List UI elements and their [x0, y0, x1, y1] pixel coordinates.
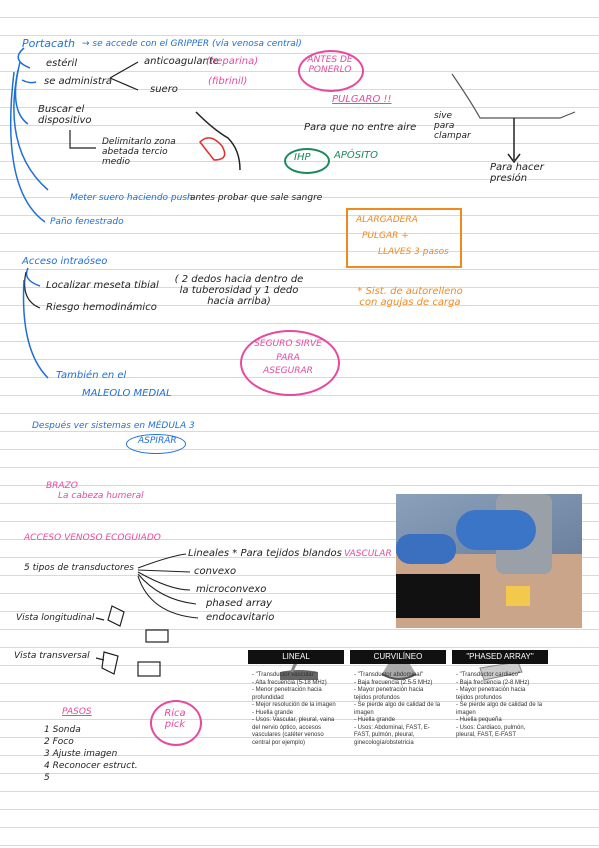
table-cell: - "Transductor cardiaco" - Baja frecuenc… — [456, 672, 543, 738]
despues-label: Después ver sistemas en MÉDULA 3 — [32, 421, 195, 431]
antes-oval — [298, 50, 364, 92]
delimitarlo-label: Delimitarlo zona abetada tercio medio — [102, 137, 176, 167]
tipos-label: 5 tipos de transductores — [24, 563, 134, 573]
sive-para-clampar-label: sive para clampar — [434, 111, 471, 141]
rica-pick-oval — [150, 700, 202, 746]
phased-array-transducer-icon — [474, 654, 528, 688]
autorelleno-label: * Sist. de autorelleno con agujas de car… — [357, 286, 463, 308]
ihp-label: IHP — [294, 152, 311, 163]
table-col-curvilineo: CURVILÍNEO - "Transductor abdominal" - B… — [350, 650, 446, 755]
alargadera-line1: ALARGADERA — [356, 215, 418, 225]
pasos-item: 4 Reconocer estruct. — [44, 761, 138, 771]
se-administra-label: se administra — [44, 76, 113, 87]
portacath-title: Portacath — [22, 37, 76, 50]
table-col-phased-array: "PHASED ARRAY" - "Transductor cardiaco" … — [452, 650, 548, 748]
lineales-label: Lineales * Para tejidos blandos — [188, 548, 342, 559]
table-cell: - "Transductor vascular" - Alta frecuenc… — [252, 672, 336, 746]
para-hacer-presion-label: Para hacer presión — [490, 162, 544, 184]
ecoguiado-title: ACCESO VENOSO ECOGUIADO — [24, 533, 161, 543]
table-header: LINEAL — [248, 650, 344, 664]
anticoagulante-label: anticoagulante — [144, 56, 219, 67]
seguro-oval — [240, 330, 340, 396]
portacath-arrow-note: → se accede con el GRIPPER (vía venosa c… — [82, 39, 302, 49]
ultrasound-photo — [396, 494, 582, 628]
heparina-label: (heparina) — [206, 56, 259, 67]
para-que-label: Para que no entre aire — [304, 122, 417, 133]
vista-transversal-label: Vista transversal — [14, 651, 90, 661]
phased-label: phased array — [206, 598, 273, 609]
buscar-label: Buscar el dispositivo — [38, 104, 92, 126]
riesgo-label: Riesgo hemodinámico — [46, 302, 157, 313]
aspirar-label: ASPIRAR — [138, 436, 177, 446]
intraoseo-title: Acceso intraóseo — [22, 256, 108, 267]
table-header: CURVILÍNEO — [350, 650, 446, 664]
brazo-title: BRAZO — [46, 481, 78, 491]
pasos-title: PASOS — [62, 707, 92, 717]
table-col-lineal: LINEAL - "Transductor vascular" - Alta f… — [248, 650, 344, 755]
endocavitario-label: endocavitario — [206, 612, 275, 623]
pulgaro-label: PULGARO !! — [332, 94, 392, 105]
suero-label: suero — [150, 84, 178, 95]
esteril-label: estéril — [46, 58, 78, 69]
meter-suero-label: Meter suero haciendo push — [70, 193, 193, 203]
convexo-label: convexo — [194, 566, 237, 577]
vista-longitudinal-label: Vista longitudinal — [16, 613, 95, 623]
tambien-label: También en el — [56, 370, 127, 381]
alargadera-box — [346, 208, 462, 268]
microconvexo-label: microconvexo — [196, 584, 267, 595]
aposito-label: APÓSITO — [334, 150, 379, 161]
maleolo-label: MALEOLO MEDIAL — [82, 388, 172, 399]
table-header: "PHASED ARRAY" — [452, 650, 548, 664]
pasos-item: 1 Sonda — [44, 725, 81, 735]
pasos-item: 5 — [44, 773, 50, 783]
pasos-item: 2 Foco — [44, 737, 74, 747]
dedos-note: ( 2 dedos hacia dentro de la tuberosidad… — [174, 274, 304, 307]
cabeza-humeral-label: La cabeza humeral — [58, 491, 144, 501]
pano-label: Paño fenestrado — [50, 217, 124, 227]
aspirar-oval — [126, 434, 186, 454]
localizar-label: Localizar meseta tibial — [46, 280, 159, 291]
antes-probar-label: antes probar que sale sangre — [190, 193, 323, 203]
ihp-oval — [284, 148, 330, 174]
pasos-item: 3 Ajuste imagen — [44, 749, 118, 759]
fibrinil-label: (fibrinil) — [208, 76, 248, 87]
transducer-table: LINEAL - "Transductor vascular" - Alta f… — [248, 650, 548, 830]
table-cell: - "Transductor abdominal" - Baja frecuen… — [354, 672, 441, 746]
antes-de-ponerlo-label: ANTES DE PONERLO — [307, 55, 353, 75]
rica-pick-label: Rica pick — [164, 708, 186, 730]
alargadera-line3: LLAVES 3 pasos — [378, 247, 449, 257]
alargadera-line2: PULGAR + — [362, 231, 409, 241]
curvilinear-transducer-icon — [372, 654, 426, 688]
vascular-label: VASCULAR — [344, 549, 392, 559]
seguro-label: SEGURO SIRVE PARA ASEGURAR — [254, 339, 322, 376]
